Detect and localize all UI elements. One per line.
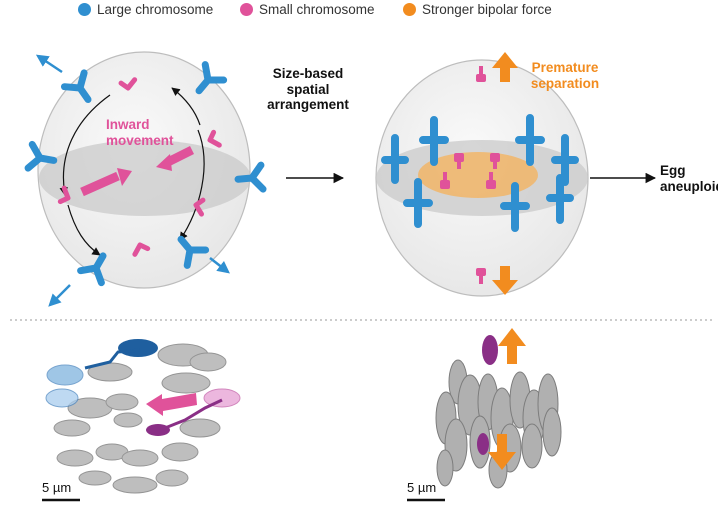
force-arrow-up — [492, 52, 518, 82]
inward-arrow-left — [80, 171, 120, 197]
inward-arrow-micrograph — [146, 393, 197, 416]
micrograph-left — [42, 339, 241, 502]
inward-movement-label: Inward movement — [106, 117, 174, 148]
legend: Large chromosome Small chromosome Strong… — [0, 2, 718, 24]
size-based-arrangement-label: Size-based spatial arrangement — [267, 66, 349, 113]
egg-aneuploidy-label: Egg aneuploidy — [660, 163, 718, 194]
force-arrow-micrograph-down — [488, 434, 516, 470]
force-arrow-down — [492, 266, 518, 295]
legend-item-force: Stronger bipolar force — [403, 2, 552, 17]
legend-label-small: Small chromosome — [259, 2, 375, 17]
blue-chromosome-surface — [118, 339, 158, 357]
legend-item-large: Large chromosome — [78, 2, 213, 17]
bipolar-force-swatch-icon — [403, 3, 416, 16]
purple-chromosome-top — [482, 335, 498, 365]
large-chromosome-swatch-icon — [78, 3, 91, 16]
scale-bar-left-label: 5 µm — [42, 480, 72, 495]
right-cell — [375, 52, 589, 297]
inward-arrow-right — [165, 145, 195, 167]
left-cell — [28, 51, 263, 307]
small-chromosome-swatch-icon — [240, 3, 253, 16]
legend-label-force: Stronger bipolar force — [422, 2, 552, 17]
scale-bar-right-label: 5 µm — [407, 480, 437, 495]
legend-label-large: Large chromosome — [97, 2, 214, 17]
force-arrow-micrograph-up — [498, 328, 526, 364]
purple-chromosome-bottom — [477, 433, 489, 455]
left-metaphase-plate — [39, 140, 251, 216]
micrograph-right — [407, 328, 562, 502]
premature-separation-label: Premature separation — [530, 60, 600, 91]
legend-item-small: Small chromosome — [240, 2, 375, 17]
